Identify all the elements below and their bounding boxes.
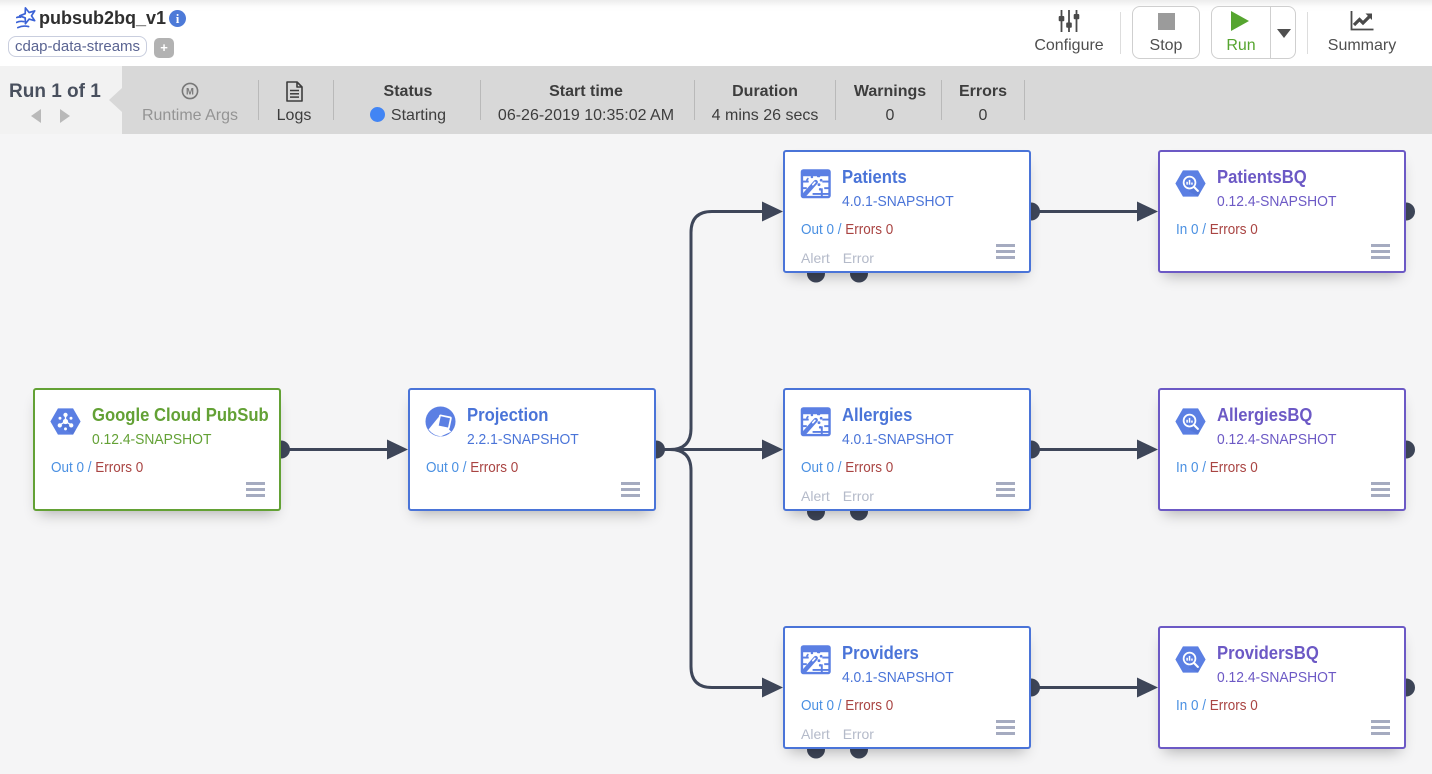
svg-text:M: M (186, 86, 194, 97)
